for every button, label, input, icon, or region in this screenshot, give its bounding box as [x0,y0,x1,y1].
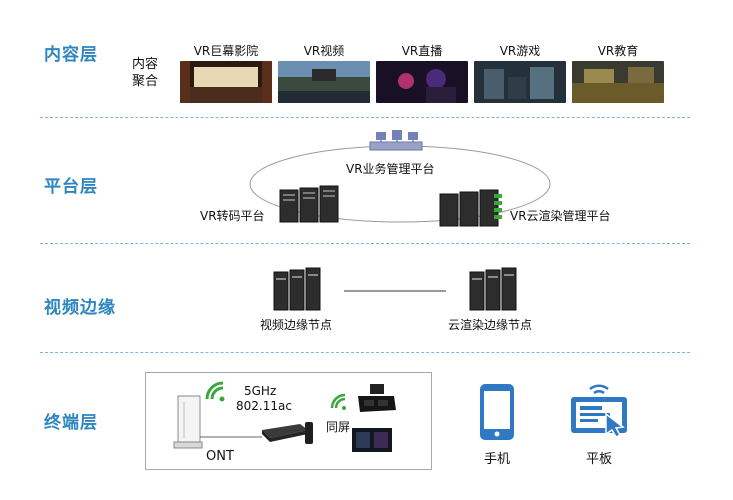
vr-education-thumbnail [572,61,664,103]
set-top-box-icon [262,424,308,442]
cloud-render-management-label: VR云渲染管理平台 [510,209,611,223]
layer-title-platform: 平台层 [44,177,98,197]
network-management-icon [369,130,423,151]
ont-label: ONT [206,449,234,464]
cinema-thumbnail [180,61,272,103]
video-edge-server-icon [273,267,321,311]
phone-label: 手机 [484,452,511,467]
tablet-label: 平板 [586,452,613,467]
home-network-box [145,372,432,470]
layer-title-terminal: 终端层 [44,413,98,433]
wifi-standard-label: 802.11ac [236,399,292,413]
vr-live-thumbnail [376,61,468,103]
vr-screen-icon [352,428,392,452]
business-management-platform-label: VR业务管理平台 [346,162,435,176]
layer-title-content: 内容层 [44,45,98,65]
vr-game-thumbnail [474,61,566,103]
content-caption-education: VR教育 [597,44,639,58]
ont-router-icon [173,395,203,449]
remote-control-icon [305,422,313,444]
transcode-server-icon [279,185,339,223]
content-aggregate-line1: 内容 [132,57,159,72]
content-caption-live: VR直播 [401,44,443,58]
vr-headset-icon [358,384,396,412]
wifi-band-label: 5GHz [244,384,277,398]
same-screen-label: 同屏 [326,420,351,434]
same-screen-wifi-icon [330,393,346,410]
content-caption-cinema: VR巨幕影院 [193,44,259,58]
cloud-render-edge-server-icon [469,267,517,311]
divider-platform-edge [40,243,690,244]
content-aggregate-line2: 聚合 [132,74,159,89]
layer-title-edge: 视频边缘 [44,298,116,318]
divider-content-platform [40,117,690,118]
phone-icon [480,384,514,440]
transcode-platform-label: VR转码平台 [200,209,265,223]
video-edge-node-label: 视频边缘节点 [260,318,333,332]
divider-edge-terminal [40,352,690,353]
tablet-icon [571,384,627,438]
cloud-render-edge-node-label: 云渲染边缘节点 [448,318,533,332]
cloud-render-server-icon [439,189,502,227]
content-caption-video: VR视频 [303,44,345,58]
vr-video-thumbnail [278,61,370,103]
content-caption-game: VR游戏 [499,44,541,58]
wifi-icon [205,381,225,402]
